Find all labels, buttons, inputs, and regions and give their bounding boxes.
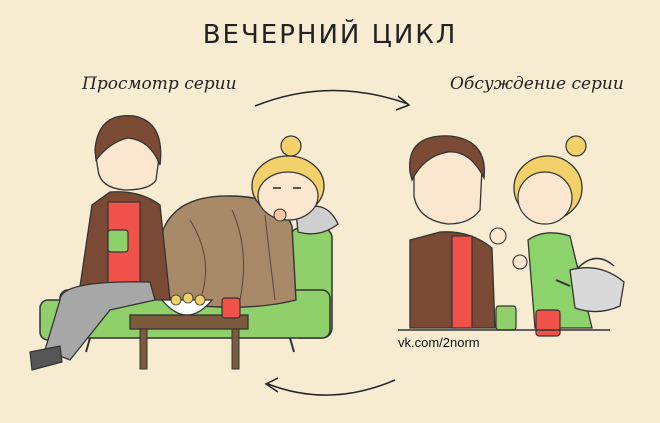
woman-watching xyxy=(251,135,325,222)
caption-discussing-episode: Обсуждение серии xyxy=(450,74,624,94)
comic-title: ВЕЧЕРНИЙ ЦИКЛ xyxy=(202,20,458,50)
kettle xyxy=(555,257,625,313)
cycle-arrow-top xyxy=(254,89,409,107)
green-cup xyxy=(495,305,517,331)
man-discussing xyxy=(409,135,507,329)
coffee-table xyxy=(129,292,249,370)
cycle-arrow-bottom-head xyxy=(264,377,279,393)
man-watching xyxy=(29,114,171,371)
cycle-arrow-top-head xyxy=(395,95,411,111)
red-cup xyxy=(535,309,561,337)
cycle-arrow-bottom xyxy=(267,379,396,396)
caption-watching-episode: Просмотр серии xyxy=(82,74,237,94)
watermark: vk.com/2norm xyxy=(398,335,480,350)
